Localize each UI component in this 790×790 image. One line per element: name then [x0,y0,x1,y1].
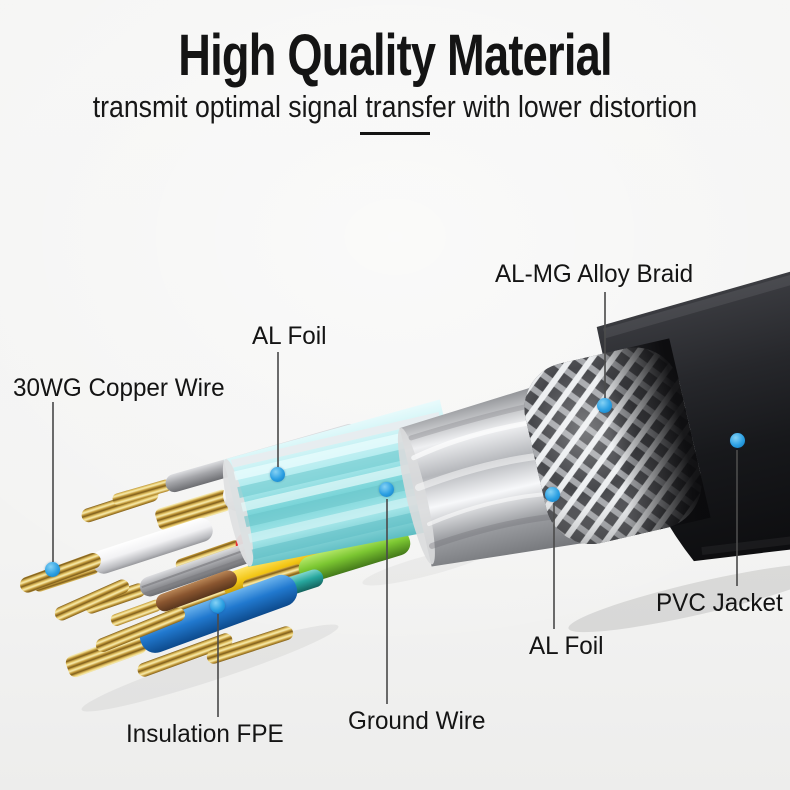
page-subtitle: transmit optimal signal transfer with lo… [92,89,698,124]
copper-strand-bundle [54,579,130,621]
callout-label: AL-MG Alloy Braid [495,260,694,288]
copper-strand-bundle [206,626,294,664]
cable-pvc-jacket [596,208,790,562]
callout-dot [597,398,612,413]
cable-alloy-braid [524,338,711,545]
copper-strand-bundle [95,607,186,652]
callout-dot [545,487,560,502]
callout-label: Ground Wire [348,707,486,735]
callout-label: AL Foil [252,322,327,350]
callout-label: PVC Jacket [656,589,783,617]
copper-strand-bundle [20,553,101,593]
callout-line [386,499,388,704]
callout-dot [379,482,394,497]
callout-label: 30WG Copper Wire [13,374,225,402]
callout-line [604,292,606,399]
callout-label: AL Foil [529,632,604,660]
wire-blue-insulation-fpe [65,574,298,678]
cable-inner-foil-wrap [222,399,469,567]
callout-dot [270,467,285,482]
callout-dot [45,562,60,577]
header: High Quality Material transmit optimal s… [0,26,790,135]
copper-strand-bundle [137,633,233,677]
wire-brown [110,570,237,627]
title-underline [360,132,430,135]
page-title: High Quality Material [178,23,612,88]
callout-label: Insulation FPE [126,720,284,748]
callout-dot [210,598,225,613]
callout-line [52,402,54,562]
callout-dot [730,433,745,448]
callout-line [736,450,738,586]
callout-line [277,352,279,468]
callout-line [553,503,555,629]
callout-line [217,614,219,717]
